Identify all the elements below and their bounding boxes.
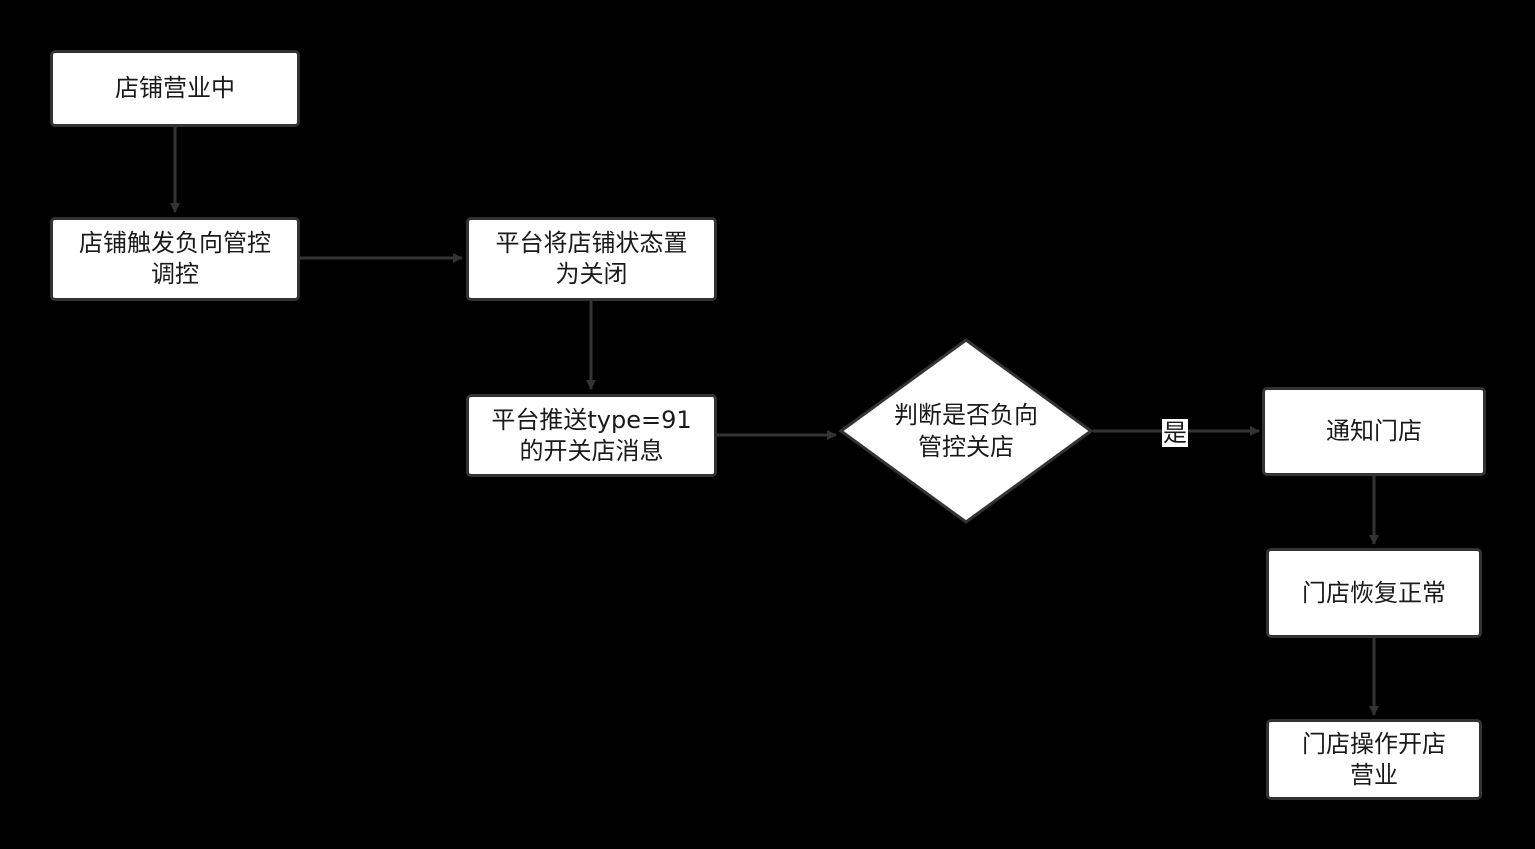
edge-label-yes: 是: [1162, 419, 1188, 447]
node-platform-close[interactable]: 平台将店铺状态置 为关闭: [466, 217, 717, 301]
node-notify-store[interactable]: 通知门店: [1262, 387, 1486, 476]
decision-diamond: [838, 338, 1094, 524]
node-store-reopen[interactable]: 门店操作开店 营业: [1266, 719, 1482, 800]
node-store-recover-label: 门店恢复正常: [1302, 578, 1446, 607]
node-push-message-label: 平台推送type=91 的开关店消息: [491, 405, 692, 465]
node-store-recover[interactable]: 门店恢复正常: [1266, 548, 1482, 638]
node-store-reopen-label: 门店操作开店 营业: [1302, 729, 1446, 789]
decision-label: 判断是否负向 管控关店: [840, 338, 1092, 524]
node-store-open[interactable]: 店铺营业中: [50, 50, 300, 127]
node-store-open-label: 店铺营业中: [115, 74, 235, 102]
node-trigger-control[interactable]: 店铺触发负向管控 调控: [50, 217, 300, 301]
node-notify-store-label: 通知门店: [1326, 417, 1422, 445]
node-trigger-control-label: 店铺触发负向管控 调控: [79, 229, 271, 288]
decision-label-text: 判断是否负向 管控关店: [894, 401, 1038, 461]
node-platform-close-label: 平台将店铺状态置 为关闭: [495, 229, 688, 288]
node-push-message[interactable]: 平台推送type=91 的开关店消息: [466, 394, 717, 477]
